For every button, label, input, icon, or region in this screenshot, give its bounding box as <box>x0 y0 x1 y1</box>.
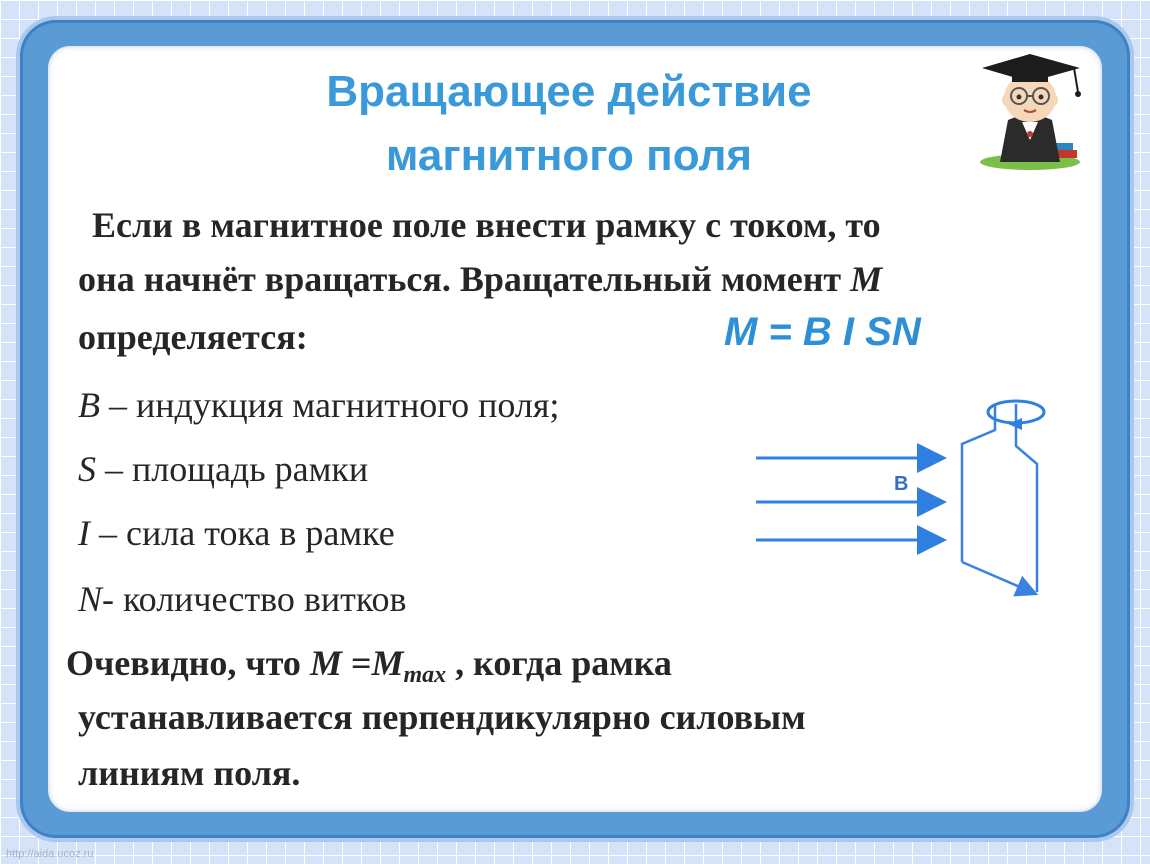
slide-frame <box>20 20 1130 838</box>
professor-mascot-icon <box>980 54 1081 170</box>
torque-symbol: М <box>850 259 883 299</box>
equals-sign: = <box>341 643 372 683</box>
torque-formula: М = В I SN <box>724 310 921 354</box>
definition-text: - количество витков <box>102 579 407 619</box>
conclusion-text: Очевидно, что <box>66 643 310 683</box>
rotation-arrow-icon <box>986 399 1046 430</box>
definition-symbol: S <box>78 449 96 489</box>
slide-panel <box>48 46 1102 812</box>
definition-text: – индукция магнитного поля; <box>100 385 560 425</box>
definition-symbol: I <box>78 513 90 553</box>
definition-current: I – сила тока в рамке <box>78 512 395 554</box>
title-line-1: Вращающее действие <box>326 67 812 116</box>
conclusion-line-2: устанавливается перпендикулярно силовым <box>78 697 806 737</box>
definition-induction: В – индукция магнитного поля; <box>78 384 559 426</box>
conclusion-line-1: Очевидно, что М =Мmax , когда рамка <box>66 642 672 689</box>
conclusion-text: , когда рамка <box>446 643 672 683</box>
definition-text: – площадь рамки <box>96 449 369 489</box>
definition-area: S – площадь рамки <box>78 448 368 490</box>
slide-title: Вращающее действие магнитного поля <box>0 60 1138 188</box>
frame-bottom <box>961 560 1039 597</box>
intro-line-3: определяется: <box>78 317 308 357</box>
definition-symbol: В <box>78 385 100 425</box>
intro-line-2: она начнёт вращаться. Вращательный момен… <box>78 258 882 300</box>
intro-line-2-text: она начнёт вращаться. Вращательный момен… <box>78 259 851 299</box>
title-line-2: магнитного поля <box>385 131 753 180</box>
definition-turns: N- количество витков <box>78 578 407 620</box>
frame-left-side <box>960 404 997 562</box>
definition-symbol: N <box>78 579 103 619</box>
current-frame <box>960 404 1039 597</box>
definition-text: – сила тока в рамке <box>90 513 395 553</box>
rotating-frame-diagram: В <box>756 399 1046 597</box>
intro-line-1: Если в магнитное поле внести рамку с ток… <box>92 205 881 245</box>
max-subscript: max <box>403 662 447 688</box>
torque-symbol: М <box>309 643 342 683</box>
torque-max-symbol: М <box>371 643 404 683</box>
field-lines <box>756 443 947 555</box>
frame-right-side <box>1014 404 1039 592</box>
watermark: http://aida.ucoz.ru <box>6 848 94 860</box>
field-label: В <box>894 473 908 495</box>
conclusion-line-3: линиям поля. <box>78 753 301 793</box>
